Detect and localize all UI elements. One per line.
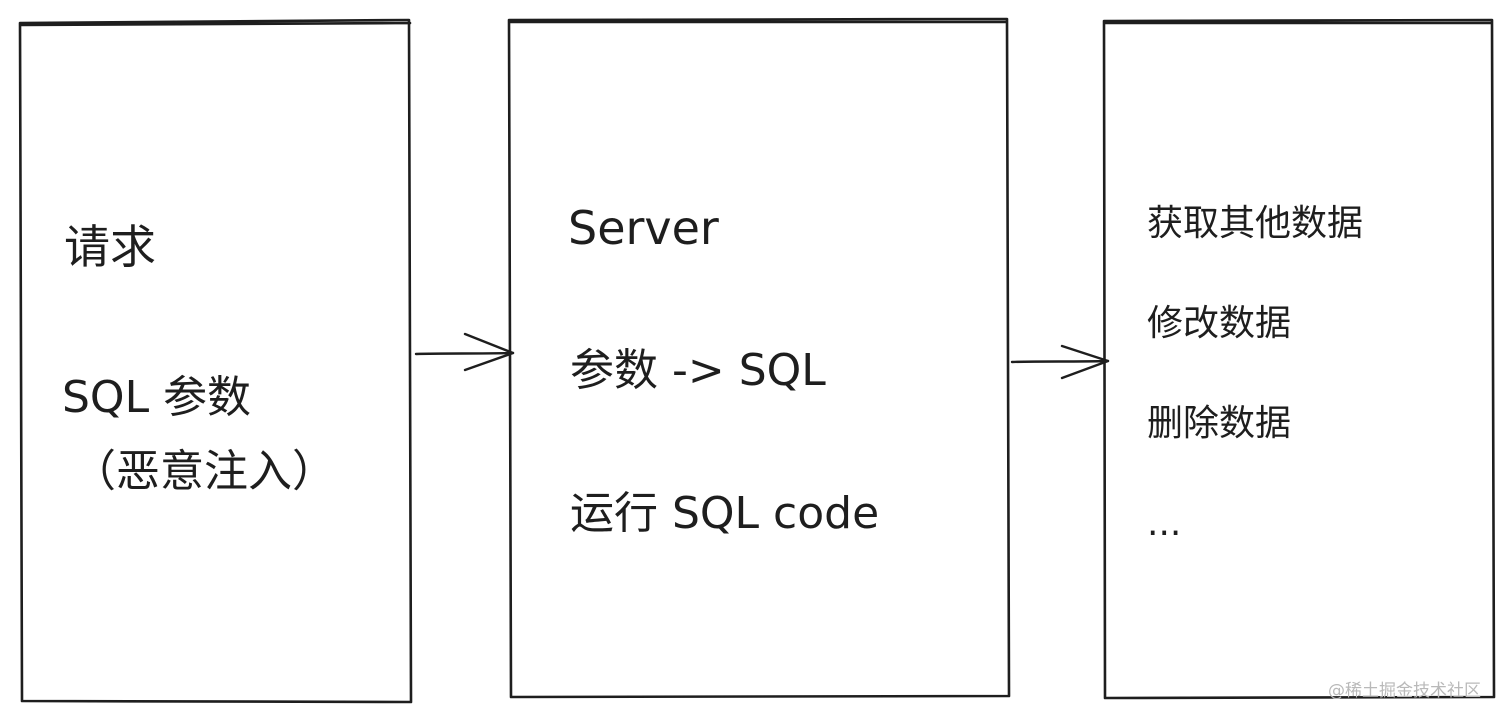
results-get-other-data: 获取其他数据 [1147, 203, 1363, 244]
request-title: 请求 [64, 220, 156, 274]
server-node: Server 参数 -> SQL 运行 SQL code [507, 17, 1011, 699]
server-box [507, 17, 1011, 699]
results-node: 获取其他数据 修改数据 删除数据 ... [1102, 18, 1496, 700]
edge-server-to-results-shaft [1010, 359, 1110, 364]
request-sql-param: SQL 参数 [62, 372, 251, 423]
edge-request-to-server-shaft [414, 351, 515, 356]
server-run-sql-code: 运行 SQL code [570, 488, 879, 539]
server-title: Server [568, 201, 719, 255]
request-node: 请求 SQL 参数 （恶意注入） [18, 18, 413, 704]
watermark: @稀土掘金技术社区 [1328, 681, 1481, 701]
server-param-to-sql: 参数 -> SQL [570, 345, 826, 396]
results-ellipsis: ... [1147, 503, 1181, 544]
results-delete-data: 删除数据 [1147, 403, 1291, 444]
edge-request-to-server-head [463, 332, 515, 372]
results-modify-data: 修改数据 [1147, 303, 1291, 344]
edge-server-to-results [1010, 344, 1110, 380]
results-box [1102, 18, 1496, 700]
request-malicious-injection: （恶意注入） [72, 446, 336, 497]
edge-request-to-server [414, 332, 515, 372]
edge-server-to-results-head [1060, 344, 1110, 380]
request-box [18, 18, 413, 704]
